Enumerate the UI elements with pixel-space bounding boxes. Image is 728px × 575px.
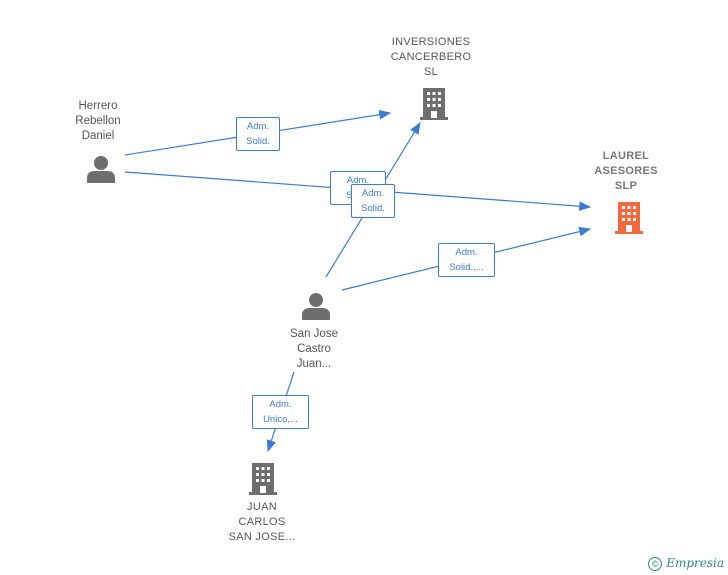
label-line: SAN JOSE... xyxy=(228,531,296,543)
person-icon xyxy=(87,156,115,183)
label-line: CARLOS xyxy=(238,516,286,528)
label-line: JUAN xyxy=(247,501,277,513)
edge-label-line: Solid. xyxy=(361,203,385,214)
label-line: Herrero xyxy=(78,100,118,112)
edge-label-sanjose-juancarlos[interactable]: Adm. Unico,... xyxy=(252,395,309,429)
label-line: INVERSIONES xyxy=(391,36,471,48)
label-line: SLP xyxy=(614,180,638,192)
label-line: ASESORES xyxy=(594,165,658,177)
label-line: Castro xyxy=(297,343,331,355)
edge-label-sanjose-inversiones[interactable]: Adm. Solid. xyxy=(351,184,395,218)
label-line: LAUREL xyxy=(602,150,650,162)
label-line: Rebellon xyxy=(75,115,121,127)
edge-label-herrero-inversiones[interactable]: Adm. Solid. xyxy=(236,117,280,151)
node-label: JUAN CARLOS SAN JOSE... xyxy=(202,500,322,545)
node-label: San Jose Castro Juan... xyxy=(254,327,374,372)
label-line: SL xyxy=(423,66,439,78)
label-line: CANCERBERO xyxy=(390,51,472,63)
edge-label-line: Unico,... xyxy=(263,414,298,425)
edge-label-line: Solid. xyxy=(246,136,270,147)
edge-label-line: Adm. xyxy=(346,175,370,186)
building-icon xyxy=(249,463,277,495)
label-line: Juan... xyxy=(296,358,332,370)
node-label: Herrero Rebellon Daniel xyxy=(38,99,158,144)
node-label: LAUREL ASESORES SLP xyxy=(566,149,686,194)
label-line: San Jose xyxy=(290,328,338,340)
building-icon xyxy=(420,88,448,120)
edge-label-sanjose-laurel[interactable]: Adm. Solid.,... xyxy=(438,243,495,277)
edge-label-line: Adm. xyxy=(361,188,385,199)
brand-logo: Empresia xyxy=(666,556,724,571)
copyright-icon: © xyxy=(648,557,663,571)
edge-label-line: Adm. xyxy=(246,121,270,132)
label-line: Daniel xyxy=(81,130,115,142)
person-icon xyxy=(302,293,330,320)
edge-label-line: Solid.,... xyxy=(449,262,484,273)
edge-label-line: Adm. xyxy=(455,247,478,258)
edge-label-line: Adm. xyxy=(269,399,292,410)
footer-brand: ©Empresia xyxy=(648,556,724,571)
building-icon xyxy=(615,202,643,234)
node-label: INVERSIONES CANCERBERO SL xyxy=(371,35,491,80)
